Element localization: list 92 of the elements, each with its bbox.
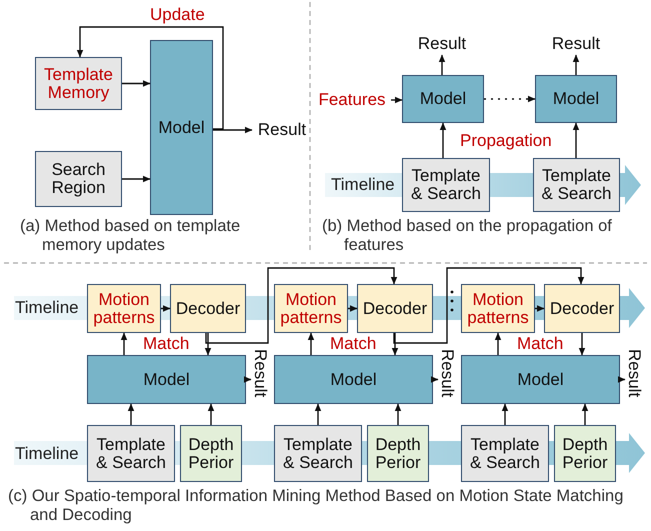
arrow [120, 332, 128, 355]
output-text: Result [412, 33, 472, 55]
arrow [494, 332, 502, 355]
output-text: Result [251, 349, 269, 405]
arrow [208, 404, 214, 425]
arrow [213, 126, 252, 134]
caption: (b) Method based on the propagation of features [322, 217, 613, 255]
arrow [348, 305, 358, 312]
arrow [502, 404, 508, 425]
box-text: Motion patterns [92, 290, 156, 326]
input-box [274, 425, 362, 482]
box-text: Depth Perior [374, 436, 422, 472]
prior-box [554, 425, 616, 482]
box-text: Model [158, 118, 205, 136]
annotation-text: Match [517, 334, 564, 353]
motion-box [87, 284, 161, 333]
timeline-label: Timeline [15, 444, 79, 463]
arrow [431, 376, 438, 383]
box-text: Search Region [50, 161, 106, 197]
arrow [618, 376, 626, 383]
arrow [393, 267, 584, 344]
box-text: Model [517, 370, 564, 388]
input-box [461, 425, 549, 482]
box-text: Model [552, 90, 600, 108]
arrow [438, 54, 446, 75]
box-text: Model [420, 90, 466, 108]
box-text: Decoder [176, 300, 240, 318]
arrow [122, 176, 150, 182]
arrow [76, 26, 224, 130]
decoder-box [170, 284, 246, 333]
box-text: Model [330, 370, 377, 388]
output-text: Result [438, 349, 456, 405]
output-text: Result [252, 119, 312, 141]
input-box [87, 425, 175, 482]
model-box [402, 75, 484, 123]
arrow [244, 376, 252, 383]
model-box [150, 40, 213, 215]
input-box [533, 158, 620, 212]
box-text: Decoder [550, 300, 614, 318]
prior-box [367, 425, 429, 482]
arrow [394, 404, 402, 425]
arrow [308, 332, 314, 355]
box-text: Template & Search [469, 436, 541, 472]
arrow [582, 404, 588, 425]
box-text: Template & Search [282, 436, 354, 472]
edge-label: Update [150, 5, 205, 24]
box-text: Depth Perior [187, 436, 235, 472]
box-text: Template & Search [95, 436, 167, 472]
arrow [161, 305, 170, 312]
arrow [205, 267, 398, 344]
box-text: Model [143, 370, 190, 388]
box-text: Decoder [362, 300, 428, 318]
arrow [204, 333, 212, 356]
model-box [274, 355, 433, 404]
arrow [391, 96, 402, 104]
arrow [572, 54, 580, 75]
box-text: Depth Perior [561, 436, 609, 472]
timeline-label: Timeline [15, 298, 79, 317]
arrow [484, 96, 536, 102]
caption: (c) Our Spatio-temporal Information Mining Method Based on Motion State Matching and Decoding [8, 487, 624, 525]
model-box [535, 75, 617, 123]
input-box [402, 158, 490, 212]
arrow [122, 80, 150, 87]
memory-box [35, 57, 122, 110]
output-text: Result [546, 33, 606, 55]
box-text: Template & Search [540, 167, 612, 203]
box-text: Template & Search [410, 167, 482, 203]
arrow [535, 305, 544, 312]
model-box [87, 355, 246, 404]
input-text: Features [313, 89, 391, 111]
arrow [572, 122, 580, 158]
arrow [392, 333, 398, 356]
arrow [440, 122, 446, 158]
arrow [578, 333, 586, 356]
prior-box [180, 425, 242, 482]
motion-box [461, 284, 535, 333]
motion-box [274, 284, 348, 333]
decoder-box [357, 284, 433, 333]
timeline-label: Timeline [331, 175, 395, 194]
arrow [314, 404, 322, 425]
input-box [35, 151, 122, 207]
box-text: Motion patterns [279, 290, 343, 326]
caption: (a) Method based on template memory updates [20, 217, 242, 255]
output-text: Result [625, 349, 643, 405]
annotation-text: Propagation [460, 131, 552, 150]
arrow [128, 404, 134, 425]
decoder-box [544, 284, 620, 333]
box-text: Motion patterns [466, 290, 530, 326]
annotation-text: Match [330, 334, 376, 353]
annotation-text: Match [143, 334, 190, 353]
model-box [461, 355, 620, 404]
box-text: Template Memory [43, 66, 114, 102]
